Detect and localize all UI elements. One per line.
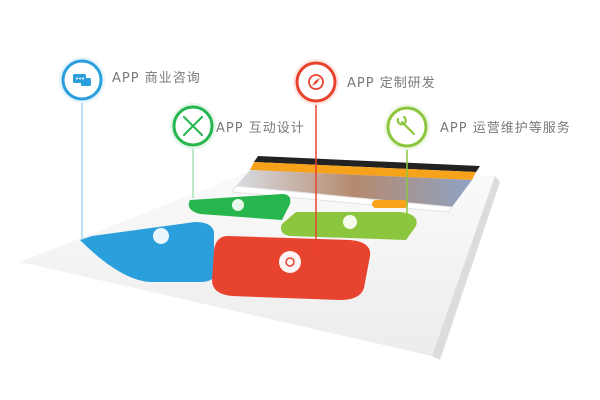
- service-development: APP 定制研发: [293, 59, 436, 105]
- tile-blue: [80, 222, 214, 282]
- pencil-ruler-icon: [183, 116, 203, 136]
- screen-orange-bar: [250, 162, 476, 180]
- screen-banner-photo: [236, 170, 472, 207]
- tile-blue-icon: [153, 228, 169, 244]
- service-label: APP 定制研发: [347, 75, 436, 91]
- wrench-icon: [396, 115, 416, 136]
- service-label: APP 商业咨询: [112, 71, 201, 86]
- service-maintenance: APP 运营维护等服务: [384, 104, 571, 150]
- tile-green-icon: [232, 199, 244, 211]
- chat-icon: [73, 74, 91, 86]
- service-label: APP 互动设计: [216, 121, 305, 136]
- service-label: APP 运营维护等服务: [440, 120, 571, 136]
- compass-icon: [308, 74, 324, 90]
- service-design: APP 互动设计: [170, 103, 305, 149]
- tile-red-icon: [279, 251, 301, 273]
- screen-header-bar: [254, 156, 480, 172]
- banner-button: [372, 200, 408, 208]
- tile-lime-icon: [343, 215, 357, 229]
- tile-red-glyph: [285, 257, 295, 267]
- platform-shadow: [432, 176, 500, 360]
- service-consulting: APP 商业咨询: [59, 57, 201, 103]
